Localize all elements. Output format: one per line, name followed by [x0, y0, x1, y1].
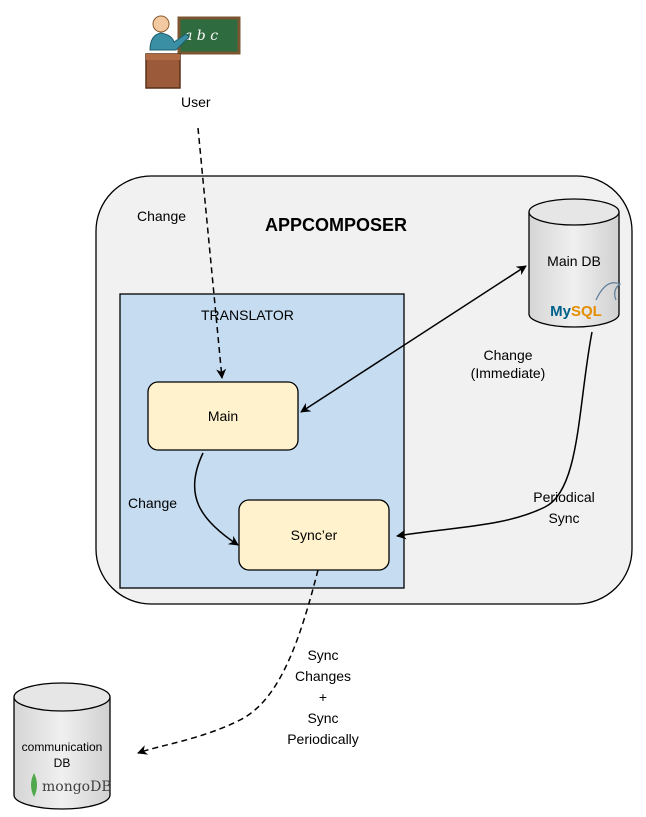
sync-label-line5: Periodically	[287, 731, 359, 747]
sync-label-line2: Changes	[295, 668, 351, 684]
chalkboard-text: a b c	[184, 28, 218, 44]
main-to-syncer-arrow	[193, 452, 239, 546]
main-to-syncer-change-label: Change	[128, 495, 177, 511]
sync-label-line1: Sync	[307, 647, 338, 663]
user-to-main-arrow	[197, 127, 227, 379]
mysql-logo-text: MySQL	[550, 303, 602, 320]
syncer-box	[238, 499, 390, 571]
translator-title: TRANSLATOR	[201, 307, 294, 323]
immediate-label-line2: (Immediate)	[471, 365, 546, 381]
sync-label-line3: +	[319, 689, 327, 705]
sync-label-line4: Sync	[307, 710, 338, 726]
user-label: User	[181, 94, 211, 110]
periodical-label-line2: Sync	[548, 510, 579, 526]
user-teacher-icon: a b c	[145, 15, 241, 89]
user-change-label: Change	[137, 208, 186, 224]
periodical-label-line1: Periodical	[533, 489, 594, 505]
communication-db-label-line2: DB	[54, 756, 71, 770]
syncer-box-label: Sync’er	[291, 527, 338, 543]
communication-db-cylinder	[13, 682, 111, 810]
mongodb-logo: mongoDB	[31, 773, 112, 797]
mongodb-logo-text: mongoDB	[42, 779, 112, 795]
main-db-label: Main DB	[547, 253, 601, 269]
immediate-label-line1: Change	[483, 347, 532, 363]
main-maindb-arrow	[300, 265, 527, 413]
appcomposer-title: APPCOMPOSER	[265, 215, 407, 235]
syncer-to-communication-db-arrow	[137, 569, 319, 755]
maindb-to-syncer-arrow	[396, 331, 593, 540]
mysql-logo: MySQL	[550, 282, 622, 320]
communication-db-label-line1: communication	[22, 740, 103, 754]
main-box	[147, 381, 299, 451]
main-box-label: Main	[208, 408, 238, 424]
